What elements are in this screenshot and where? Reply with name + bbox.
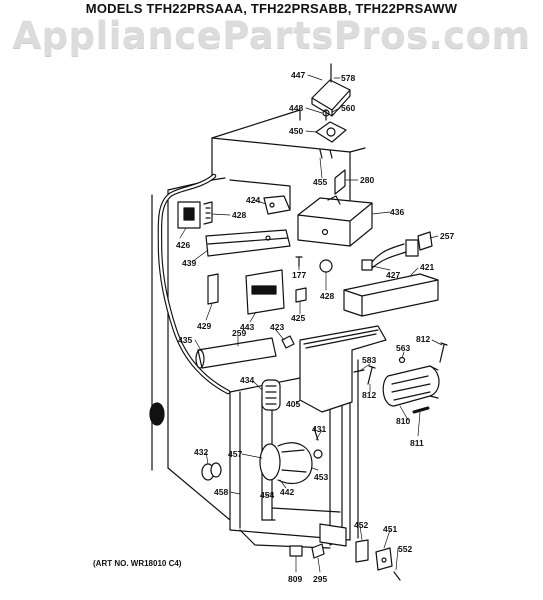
label-457: 457 xyxy=(228,449,242,459)
cabinet-outline xyxy=(151,109,366,549)
bracket-280 xyxy=(334,169,346,195)
part-809 xyxy=(289,545,303,557)
clip-423 xyxy=(281,335,295,349)
label-578: 578 xyxy=(341,73,355,83)
drain-opening xyxy=(149,402,165,426)
label-257: 257 xyxy=(440,231,454,241)
label-450: 450 xyxy=(289,126,303,136)
control-housing xyxy=(297,195,373,247)
grille-434 xyxy=(261,379,281,411)
tube-259 xyxy=(195,337,277,369)
label-443: 443 xyxy=(240,322,254,332)
label-455: 455 xyxy=(313,177,327,187)
knob-428 xyxy=(319,259,333,273)
label-458: 458 xyxy=(214,487,228,497)
label-812-left: 812 xyxy=(362,390,376,400)
label-435: 435 xyxy=(178,335,192,345)
models-title: MODELS TFH22PRSAAA, TFH22PRSABB, TFH22PR… xyxy=(85,1,458,16)
label-560: 560 xyxy=(341,103,355,113)
label-434: 434 xyxy=(240,375,254,385)
bracket-451 xyxy=(375,547,393,571)
label-259: 259 xyxy=(232,328,246,338)
label-432: 432 xyxy=(194,447,208,457)
label-295: 295 xyxy=(313,574,327,584)
damper-control-426 xyxy=(177,201,213,229)
screw-812-top xyxy=(439,342,448,363)
part-labels: 447 578 448 560 450 455 280 424 428 436 … xyxy=(176,70,454,584)
bracket-452 xyxy=(355,539,369,563)
cover-plate-443 xyxy=(245,269,285,315)
label-811: 811 xyxy=(410,438,424,448)
fan-motor-assembly xyxy=(259,427,323,485)
label-454: 454 xyxy=(260,490,274,500)
art-number: (ART NO. WR18010 C4) xyxy=(93,559,182,568)
bracket-429 xyxy=(207,273,219,305)
label-431: 431 xyxy=(312,424,326,434)
harness-connector-427 xyxy=(361,231,433,271)
label-583: 583 xyxy=(362,355,376,365)
label-428-top: 428 xyxy=(232,210,246,220)
label-436: 436 xyxy=(390,207,404,217)
label-451: 451 xyxy=(383,524,397,534)
watermark-text: AppliancePartsPros.com xyxy=(12,14,531,57)
switch-424 xyxy=(263,195,291,215)
label-442: 442 xyxy=(280,487,294,497)
thermostat-cap-assembly xyxy=(311,63,351,159)
screw-552 xyxy=(393,571,401,581)
label-405: 405 xyxy=(286,399,300,409)
label-426: 426 xyxy=(176,240,190,250)
label-429: 429 xyxy=(197,321,211,331)
clip-425 xyxy=(295,287,307,303)
label-448: 448 xyxy=(289,103,303,113)
label-563: 563 xyxy=(396,343,410,353)
label-427: 427 xyxy=(386,270,400,280)
label-177: 177 xyxy=(292,270,306,280)
label-552: 552 xyxy=(398,544,412,554)
label-452: 452 xyxy=(354,520,368,530)
label-424: 424 xyxy=(246,195,260,205)
part-295 xyxy=(311,543,325,559)
label-439: 439 xyxy=(182,258,196,268)
channel-439 xyxy=(205,229,291,257)
screw-812-left xyxy=(367,365,376,385)
grommet-432 xyxy=(201,462,222,481)
label-421: 421 xyxy=(420,262,434,272)
label-425: 425 xyxy=(291,313,305,323)
label-810: 810 xyxy=(396,416,410,426)
screw-177 xyxy=(295,256,303,267)
evaporator-cover-405 xyxy=(299,325,387,413)
defrost-heater-810 xyxy=(382,365,440,407)
leader-lines xyxy=(179,74,443,573)
label-447: 447 xyxy=(291,70,305,80)
label-280: 280 xyxy=(360,175,374,185)
light-shield-421 xyxy=(343,273,439,317)
label-428-mid: 428 xyxy=(320,291,334,301)
clip-811 xyxy=(412,406,430,414)
label-423: 423 xyxy=(270,322,284,332)
label-453: 453 xyxy=(314,472,328,482)
label-809: 809 xyxy=(288,574,302,584)
label-812-top: 812 xyxy=(416,334,430,344)
